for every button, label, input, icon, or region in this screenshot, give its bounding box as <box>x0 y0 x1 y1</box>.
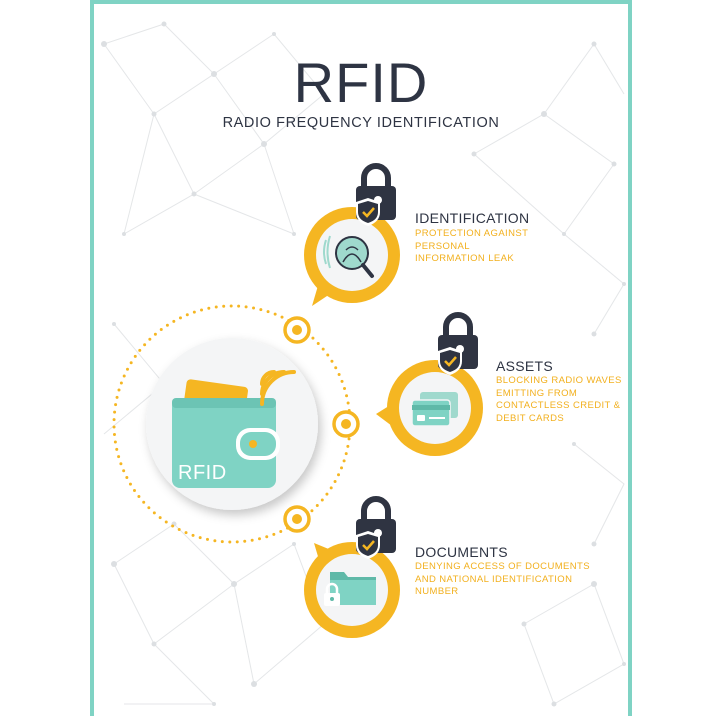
feature-heading-identification: IDENTIFICATION <box>415 210 530 226</box>
credit-card-icon <box>411 392 458 427</box>
wallet-label: RFID <box>178 462 227 484</box>
feature-desc-documents: DENYING ACCESS OF DOCUMENTS AND NATIONAL… <box>415 561 590 597</box>
feature-heading-documents: DOCUMENTS <box>415 544 508 560</box>
wallet-wifi-icon <box>172 370 296 488</box>
fingerprint-search-icon <box>323 235 374 278</box>
padlock-shield-icon <box>438 312 478 375</box>
page-title: RFID <box>293 51 429 114</box>
connector-node <box>332 410 360 438</box>
padlock-shield-icon <box>356 496 396 559</box>
feature-heading-assets: ASSETS <box>496 358 554 374</box>
documents-badge <box>304 542 400 638</box>
assets-badge <box>376 360 483 456</box>
wallet-badge <box>146 338 318 510</box>
feature-desc-assets: BLOCKING RADIO WAVES EMITTING FROM CONTA… <box>496 375 622 424</box>
folder-lock-icon <box>324 572 376 606</box>
connector-node <box>283 316 311 344</box>
padlock-shield-icon <box>356 163 396 226</box>
connector-node <box>283 505 311 533</box>
page-subtitle: RADIO FREQUENCY IDENTIFICATION <box>222 115 500 131</box>
feature-desc-identification: PROTECTION AGAINST PERSONAL INFORMATION … <box>415 228 529 264</box>
identification-badge <box>304 207 400 306</box>
